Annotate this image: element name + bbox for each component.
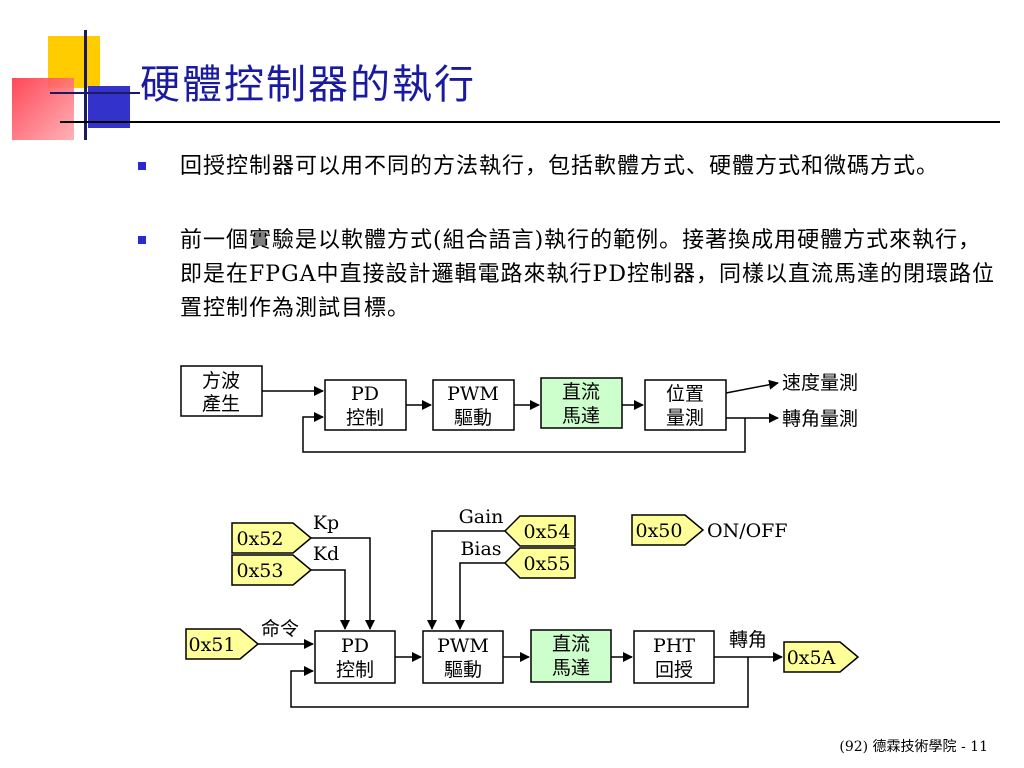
diagram-1-labels: 方波 產生 PD 控制 PWM 驅動 直流 馬達 位置 量測 速度量測 轉角量測 (202, 370, 858, 430)
block-pht-feedback (633, 630, 715, 684)
diagram-2 (185, 514, 860, 708)
deco-horizontal-line (50, 92, 140, 94)
register-0x55 (503, 547, 576, 579)
bullet-item-2: 前一個實驗是以軟體方式(組合語言)執行的範例。接著換成用硬體方式來執行，即是在F… (138, 224, 1000, 326)
deco-vertical-line (84, 30, 87, 140)
label-pd-2: 控制 (346, 407, 384, 429)
page-title: 硬體控制器的執行 (140, 62, 476, 108)
label-pwm2-1: PWM (437, 635, 489, 657)
register-0x53 (231, 554, 313, 586)
block-dc-motor-2 (530, 629, 612, 683)
title-divider (60, 121, 1000, 123)
label-square-wave-2: 產生 (202, 393, 240, 415)
register-0x5A-label: 0x5A (787, 647, 836, 669)
bullet-marker (138, 162, 146, 170)
register-0x54-label: 0x54 (524, 521, 571, 543)
block-position-measure (644, 379, 727, 431)
label-motor2-1: 直流 (552, 633, 590, 655)
footer-page-number: (92) 德霖技術學院 - 11 (839, 739, 988, 755)
register-0x51-label: 0x51 (189, 634, 236, 656)
deco-red-square (12, 78, 74, 140)
label-pd-1: PD (351, 383, 379, 405)
label-kp: Kp (313, 512, 339, 534)
label-motor-1: 直流 (562, 381, 600, 403)
register-0x52 (231, 522, 313, 554)
label-pos-2: 量測 (666, 407, 704, 429)
label-on-off: ON/OFF (707, 520, 788, 542)
label-pht-2: 回授 (655, 659, 693, 681)
register-0x5A (783, 641, 860, 673)
bullet-marker (138, 236, 146, 244)
block-square-wave (180, 365, 263, 417)
diagram-1 (180, 365, 779, 453)
label-pwm-1: PWM (447, 383, 499, 405)
register-0x51 (185, 628, 260, 660)
label-pos-1: 位置 (666, 383, 704, 405)
label-pwm-2: 驅動 (454, 407, 492, 429)
label-motor-2: 馬達 (562, 405, 600, 427)
label-pht-1: PHT (653, 635, 695, 657)
register-0x54 (503, 515, 576, 547)
label-pwm2-2: 驅動 (444, 659, 482, 681)
block-dc-motor (540, 377, 623, 429)
label-command: 命令 (261, 618, 299, 640)
label-angle: 轉角 (729, 629, 767, 651)
label-angle-measure: 轉角量測 (782, 408, 858, 430)
label-pd2-2: 控制 (336, 659, 374, 681)
register-0x52-label: 0x52 (237, 528, 284, 550)
register-0x50 (631, 514, 705, 546)
block-pd-control-2 (314, 630, 396, 684)
label-square-wave-1: 方波 (202, 370, 240, 392)
register-0x53-label: 0x53 (237, 560, 284, 582)
label-pd2-1: PD (341, 635, 369, 657)
register-0x55-label: 0x55 (524, 553, 571, 575)
bullet-text-1: 回授控制器可以用不同的方法執行，包括軟體方式、硬體方式和微碼方式。 (180, 154, 940, 179)
diagram-2-labels: 0x52 0x53 0x54 0x55 0x50 0x51 0x5A Kp Kd… (189, 506, 836, 681)
bullet-text-2: 前一個實驗是以軟體方式(組合語言)執行的範例。接著換成用硬體方式來執行，即是在F… (180, 228, 995, 321)
bullet-item-1: 回授控制器可以用不同的方法執行，包括軟體方式、硬體方式和微碼方式。 (138, 150, 1000, 184)
label-gain: Gain (459, 506, 504, 528)
block-pwm-driver-2 (422, 630, 504, 684)
label-bias: Bias (460, 538, 501, 560)
label-kd: Kd (313, 543, 339, 565)
label-speed-measure: 速度量測 (782, 372, 858, 394)
label-motor2-2: 馬達 (552, 657, 590, 679)
register-0x50-label: 0x50 (636, 520, 683, 542)
